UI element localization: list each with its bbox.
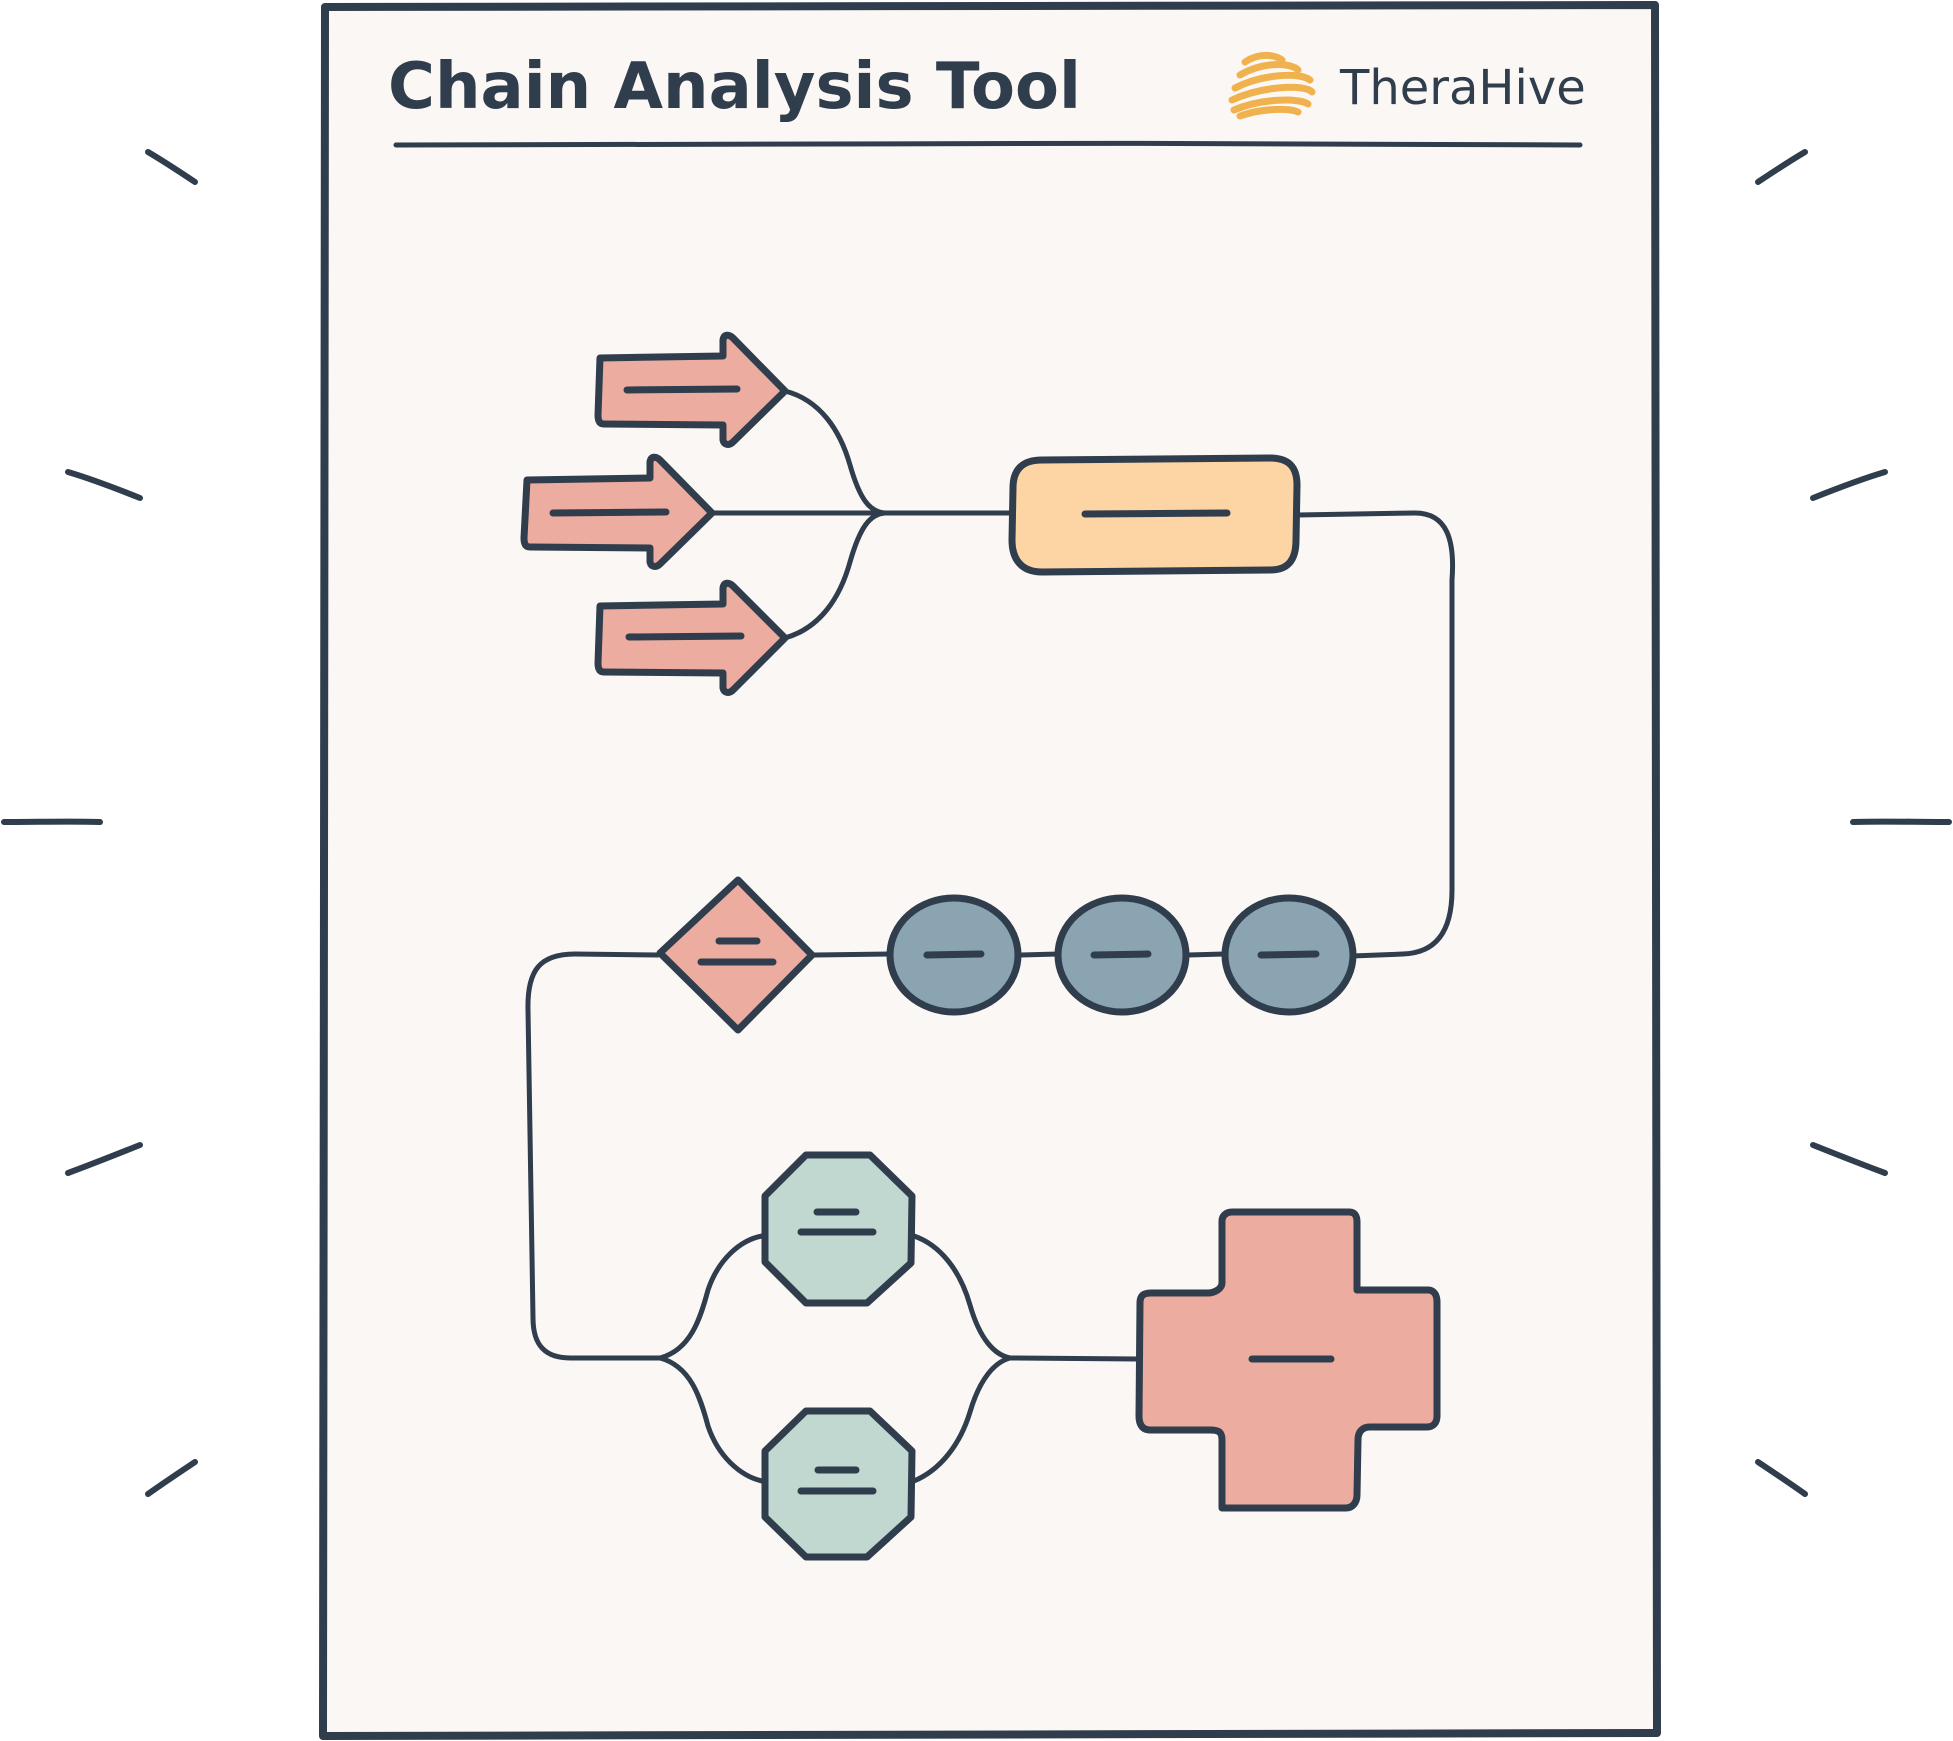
header-divider [393,140,1583,148]
tick-right-4 [1810,1142,1888,1176]
connector-branch-to-octagon-top [657,1233,765,1361]
feather-stripes-logo-icon [1228,51,1316,120]
diagram-node [520,453,716,570]
octagon-shape-bottom [761,1407,916,1561]
diagram-node [1135,1208,1441,1512]
tick-left-5 [145,1459,198,1497]
diagram-node [886,894,1022,1016]
tick-right-5 [1755,1459,1808,1497]
connector-octagon-top-to-join [911,1233,1013,1361]
diagram-node [761,1151,916,1307]
decorative-ticks [1,149,1952,1497]
page-title: Chain Analysis Tool [388,50,1081,124]
label-placeholder-line [1081,509,1231,518]
brand-name: TheraHive [1339,60,1586,116]
tick-left-2 [65,469,143,501]
connector-join-to-cross [1007,1355,1141,1362]
connector-octagon-bottom-to-join [911,1355,1013,1484]
connector-circle-left-to-diamond [812,951,893,958]
connector-circle-right-to-middle [1185,951,1227,958]
brand-logo: TheraHive [1228,51,1586,120]
connector-circle-middle-to-left [1018,951,1061,958]
diagram-node [594,331,789,448]
tick-right-2 [1810,469,1888,501]
label-placeholder-line [623,385,741,394]
connector-diamond-to-branch [525,951,663,1361]
connector-arrow-bottom-to-merge [782,510,888,641]
diagram-node [656,876,816,1034]
connector-arrow-top-to-merge [782,388,888,516]
label-placeholder-line [1090,950,1152,959]
connector-branch-to-octagon-bottom [657,1355,765,1484]
diagram-nodes [520,331,1441,1561]
diagram-node [1008,454,1301,576]
decision-diamond-shape [656,876,816,1034]
paper-sheet [319,1,1661,1740]
tick-right-1 [1755,149,1808,185]
label-placeholder-line [1257,950,1320,959]
diagram-node [594,579,789,696]
connectors [525,388,1456,1484]
label-placeholder-line [625,632,745,641]
header: Chain Analysis Tool TheraHive [388,50,1586,148]
diagram-node [1221,894,1357,1016]
connector-process-to-circles [1294,510,1456,959]
diagram-node [761,1407,916,1561]
diagram-node [1054,894,1190,1016]
tick-left-1 [145,149,198,185]
tick-left-4 [65,1142,143,1176]
label-placeholder-line [923,950,985,959]
label-placeholder-line [549,508,670,517]
